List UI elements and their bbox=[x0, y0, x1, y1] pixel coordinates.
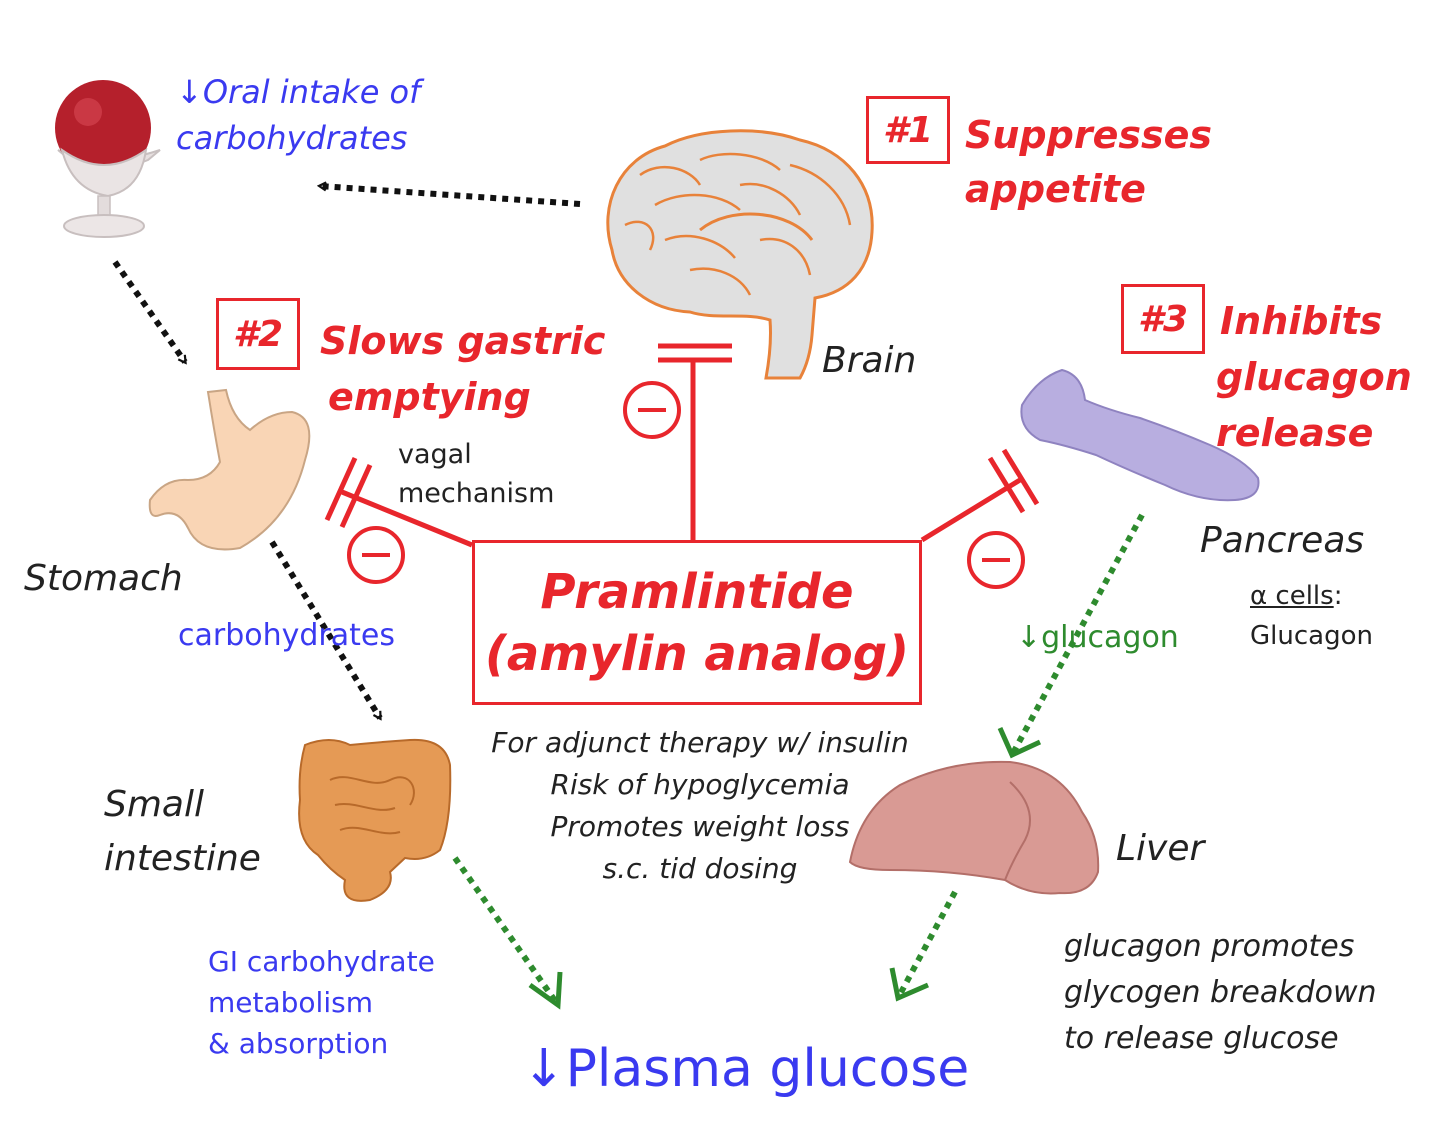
alpha-cells-line: α cells: bbox=[1250, 578, 1342, 614]
vagal-label-2: mechanism bbox=[398, 478, 555, 509]
gi-label-3: & absorption bbox=[208, 1027, 389, 1060]
intestine-to-glucose-arrow bbox=[452, 856, 561, 1007]
oral-intake-label-2: carbohydrates bbox=[176, 119, 408, 157]
effect-2-label-1: Slows gastric bbox=[320, 319, 606, 363]
gi-label-2: metabolism bbox=[208, 986, 373, 1019]
pancreas-label: Pancreas bbox=[1200, 520, 1365, 561]
inhibition-minus-icon bbox=[347, 381, 1025, 589]
inhibit-stomach-bar-1 bbox=[324, 456, 358, 522]
gi-label-1: GI carbohydrate bbox=[208, 945, 435, 978]
alpha-cells-colon: : bbox=[1333, 581, 1343, 611]
effect-1-number: #1 bbox=[866, 96, 950, 164]
effect-3-label-2: glucagon bbox=[1216, 355, 1412, 399]
inhibit-pancreas-line bbox=[920, 477, 1022, 543]
carbohydrates-label: carbohydrates bbox=[178, 618, 395, 653]
plasma-glucose-label: ↓Plasma glucose bbox=[522, 1039, 970, 1099]
drug-box: Pramlintide (amylin analog) bbox=[472, 540, 922, 705]
inhibit-pancreas-bar-2 bbox=[1001, 448, 1040, 506]
drug-note: For adjunct therapy w/ insulin bbox=[491, 726, 909, 759]
drug-note: Risk of hypoglycemia bbox=[550, 768, 850, 801]
sorbet-icon bbox=[55, 80, 161, 238]
pancreas-icon bbox=[1020, 368, 1260, 502]
drug-name: Pramlintide bbox=[540, 563, 854, 620]
glucagon-decrease-label: ↓glucagon bbox=[1016, 620, 1179, 655]
oral-intake-label-1: ↓Oral intake of bbox=[176, 73, 421, 111]
glucagon-product-label: Glucagon bbox=[1250, 621, 1373, 651]
brain-to-intake-arrow bbox=[320, 186, 581, 207]
liver-icon bbox=[848, 760, 1100, 895]
brain-icon bbox=[606, 129, 874, 380]
effect-3-label-3: release bbox=[1216, 411, 1374, 455]
alpha-cells-label: α cells bbox=[1250, 581, 1334, 611]
effect-3-number: #3 bbox=[1121, 284, 1205, 354]
liver-note-3: to release glucose bbox=[1064, 1021, 1339, 1056]
liver-to-glucose-arrowhead bbox=[889, 967, 929, 1002]
inhibit-pancreas-bar-1 bbox=[987, 456, 1026, 514]
effect-1-label-2: appetite bbox=[965, 167, 1146, 211]
liver-note-2: glycogen breakdown bbox=[1064, 975, 1377, 1010]
stomach-label: Stomach bbox=[24, 558, 183, 599]
drug-note: Promotes weight loss bbox=[550, 810, 850, 843]
effect-2-number: #2 bbox=[216, 298, 300, 370]
small-intestine-icon bbox=[298, 738, 452, 902]
pancreas-to-liver-arrow bbox=[1009, 513, 1145, 757]
intake-to-stomach-arrow bbox=[112, 260, 188, 362]
liver-note-1: glucagon promotes bbox=[1064, 929, 1355, 964]
small-intestine-label-1: Small bbox=[104, 784, 204, 825]
stomach-to-intestine-arrow bbox=[269, 540, 383, 718]
carbohydrate-path-arrows bbox=[112, 186, 581, 718]
pancreas-to-liver-arrowhead bbox=[997, 726, 1042, 759]
drug-class: (amylin analog) bbox=[484, 625, 910, 682]
glucose-path-arrows bbox=[452, 513, 1145, 1010]
effect-2-label-2: emptying bbox=[328, 375, 531, 419]
intestine-to-glucose-arrowhead bbox=[528, 971, 563, 1010]
liver-to-glucose-arrow bbox=[895, 890, 958, 1000]
effect-1-label-1: Suppresses bbox=[965, 113, 1212, 157]
drug-notes: For adjunct therapy w/ insulin Risk of h… bbox=[440, 722, 960, 890]
effect-3-label-1: Inhibits bbox=[1220, 299, 1383, 343]
inhibit-stomach-bar-2 bbox=[339, 463, 373, 529]
brain-label: Brain bbox=[822, 340, 917, 381]
small-intestine-label-2: intestine bbox=[104, 838, 261, 879]
stomach-icon bbox=[148, 388, 311, 551]
inhibition-lines bbox=[324, 343, 1040, 548]
drug-note: s.c. tid dosing bbox=[602, 852, 798, 885]
vagal-label-1: vagal bbox=[398, 439, 472, 470]
liver-label: Liver bbox=[1116, 828, 1205, 869]
inhibit-stomach-line bbox=[341, 489, 473, 548]
